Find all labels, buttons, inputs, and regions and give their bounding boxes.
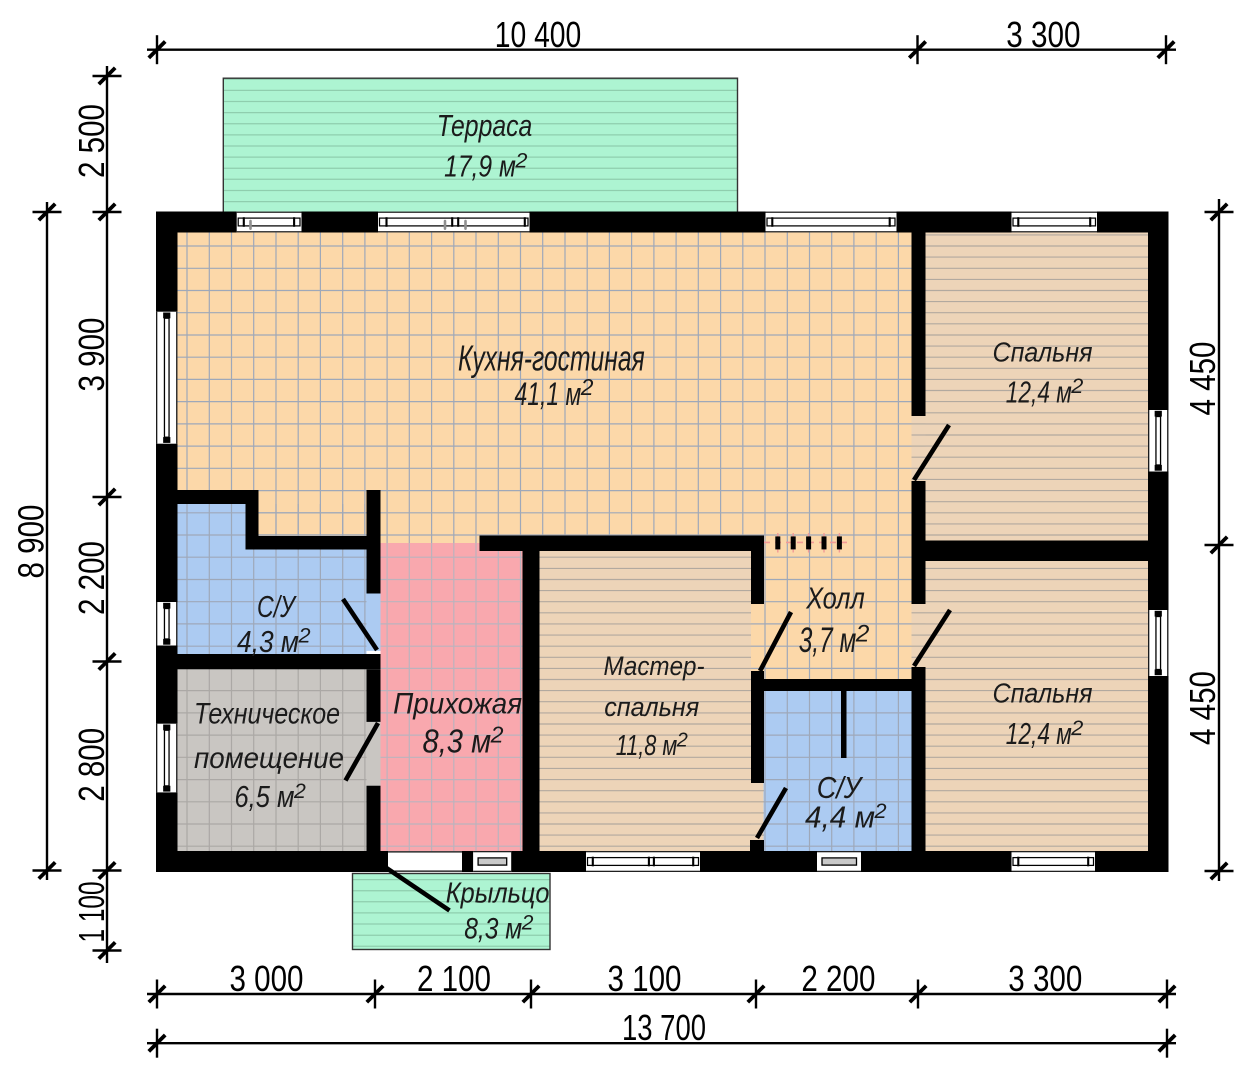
svg-text:Крыльцо: Крыльцо — [446, 877, 550, 909]
svg-text:2 200: 2 200 — [71, 541, 112, 615]
svg-text:6,5 м: 6,5 м — [235, 780, 295, 814]
svg-text:2: 2 — [1070, 373, 1083, 398]
svg-text:8,3 м: 8,3 м — [423, 723, 492, 760]
svg-text:3 000: 3 000 — [230, 958, 304, 999]
svg-text:3 300: 3 300 — [1006, 14, 1080, 55]
svg-text:2: 2 — [1070, 715, 1083, 740]
svg-text:1 100: 1 100 — [71, 882, 112, 943]
svg-text:Холл: Холл — [805, 580, 864, 615]
svg-text:2: 2 — [293, 779, 306, 803]
svg-text:12,4 м: 12,4 м — [1006, 375, 1072, 410]
svg-text:Мастер-: Мастер- — [604, 651, 705, 681]
svg-text:4 450: 4 450 — [1182, 671, 1223, 745]
svg-text:11,8 м: 11,8 м — [616, 730, 678, 762]
svg-text:2 200: 2 200 — [801, 958, 875, 999]
svg-text:2: 2 — [521, 912, 534, 935]
svg-text:3 900: 3 900 — [71, 318, 112, 392]
svg-text:Техническое: Техническое — [194, 698, 340, 731]
svg-text:2 500: 2 500 — [71, 104, 112, 178]
svg-text:12,4 м: 12,4 м — [1006, 716, 1072, 751]
svg-text:3 100: 3 100 — [608, 958, 682, 999]
svg-text:4,4 м: 4,4 м — [805, 800, 875, 835]
svg-text:41,1 м: 41,1 м — [515, 376, 582, 412]
svg-text:2: 2 — [490, 722, 504, 748]
svg-text:С/У: С/У — [817, 770, 864, 805]
svg-text:13 700: 13 700 — [622, 1007, 706, 1048]
svg-text:спальня: спальня — [604, 692, 699, 722]
svg-text:2: 2 — [855, 621, 870, 648]
svg-text:помещение: помещение — [194, 742, 344, 775]
svg-text:Спальня: Спальня — [993, 337, 1093, 368]
svg-text:4 450: 4 450 — [1182, 342, 1223, 416]
svg-text:С/У: С/У — [257, 589, 297, 624]
svg-text:Прихожая: Прихожая — [393, 688, 522, 721]
svg-text:2 100: 2 100 — [417, 958, 491, 999]
svg-text:3,7 м: 3,7 м — [799, 621, 857, 660]
svg-text:10 400: 10 400 — [495, 14, 582, 55]
svg-text:2 800: 2 800 — [71, 728, 112, 802]
svg-text:8,3 м: 8,3 м — [464, 913, 522, 946]
svg-text:17,9 м: 17,9 м — [444, 149, 516, 184]
svg-text:8 900: 8 900 — [11, 505, 52, 579]
svg-text:2: 2 — [580, 374, 594, 400]
svg-text:2: 2 — [676, 730, 688, 752]
svg-text:2: 2 — [298, 623, 311, 648]
svg-text:4,3 м: 4,3 м — [237, 624, 299, 659]
svg-text:3 300: 3 300 — [1008, 958, 1082, 999]
svg-text:Терраса: Терраса — [437, 108, 533, 143]
svg-text:Спальня: Спальня — [993, 678, 1093, 709]
svg-text:2: 2 — [514, 147, 527, 172]
svg-text:Кухня-гостиная: Кухня-гостиная — [458, 338, 645, 379]
svg-text:2: 2 — [874, 798, 887, 823]
